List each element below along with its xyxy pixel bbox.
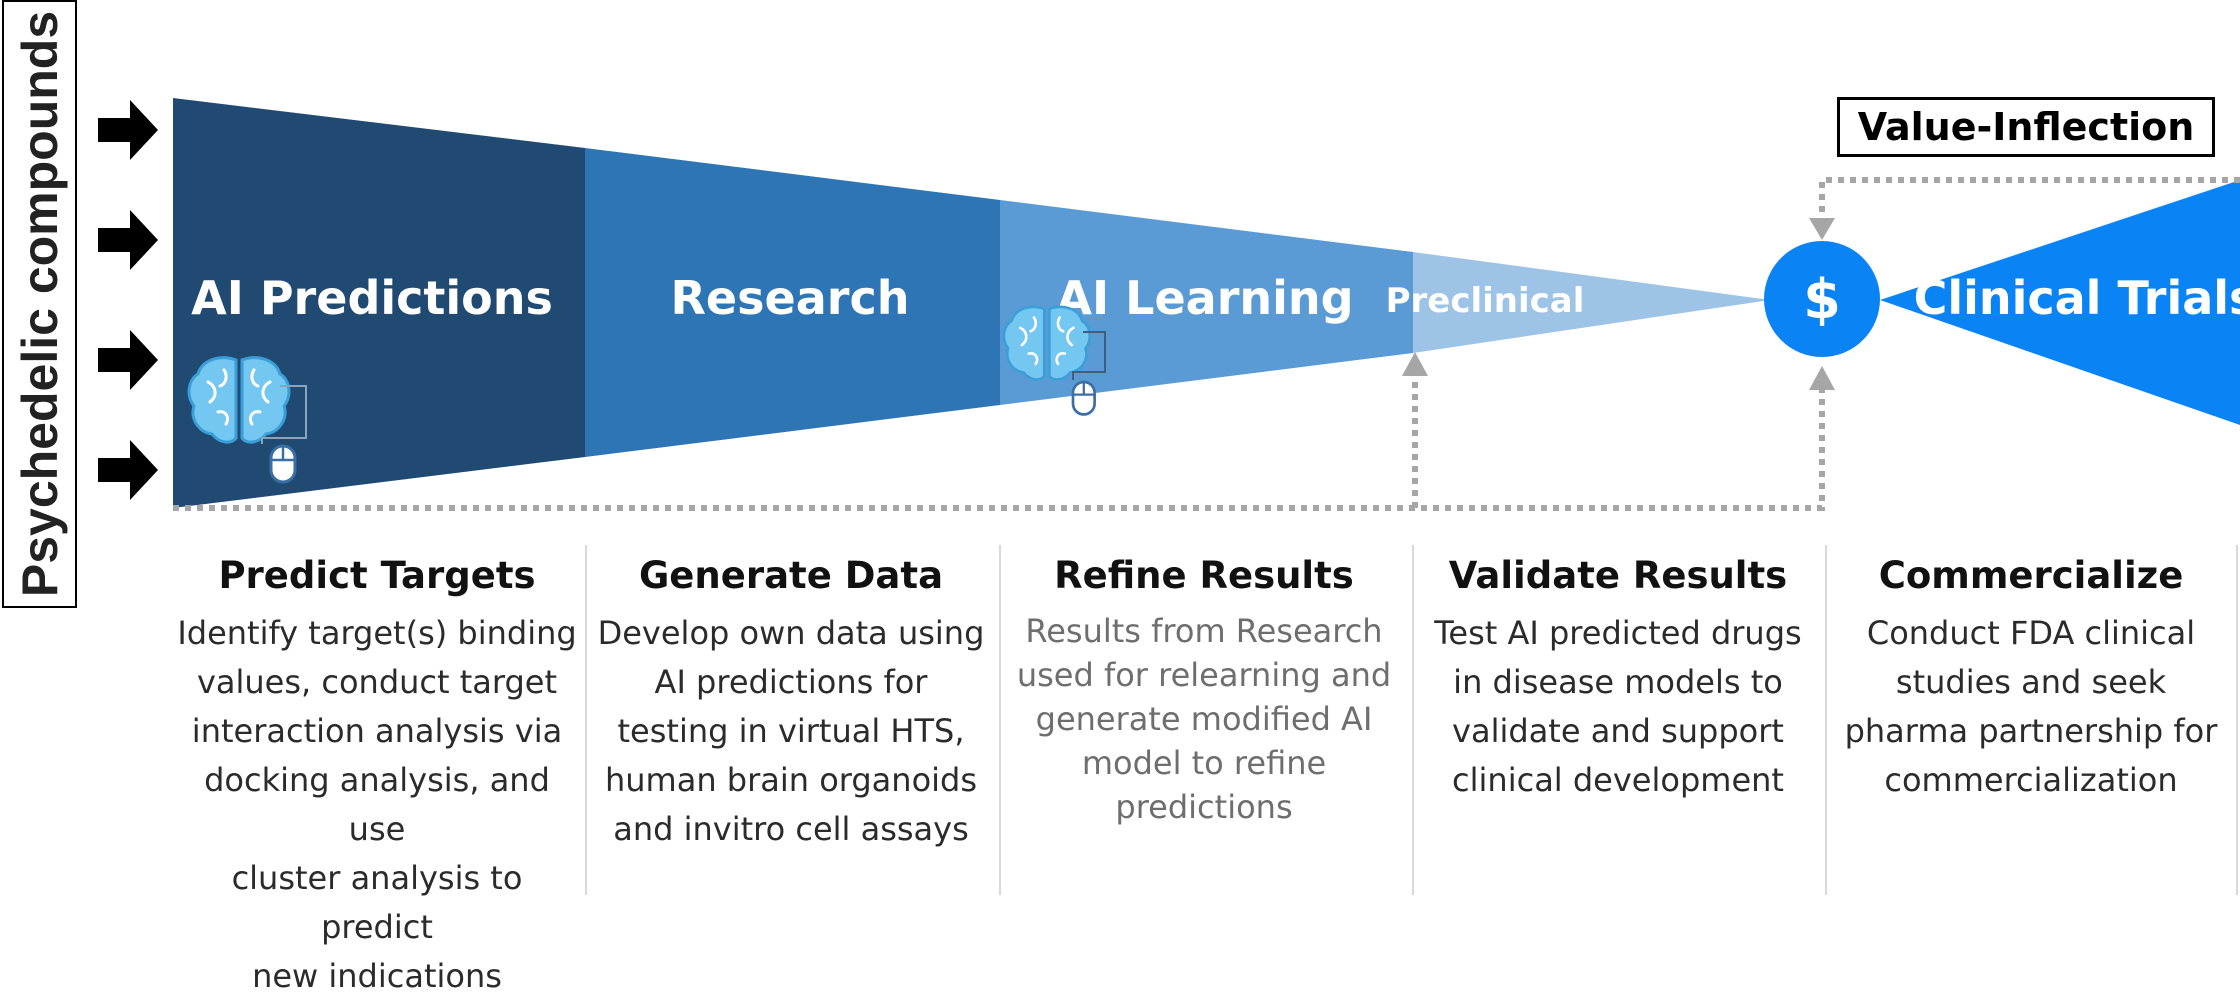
stage-research-label: Research [671,271,910,325]
body-line: Results from Research [1025,612,1383,650]
body-line: validate and support [1452,712,1784,750]
dollar-symbol: $ [1803,268,1841,331]
body-line: model to refine [1081,744,1327,782]
ai-brain-icon [1002,305,1106,381]
stage-ai-predictions-label: AI Predictions [191,271,553,325]
stage-ai-learning-segment [1000,200,1413,405]
stage-preclinical-segment [1413,252,1770,353]
column-body: Develop own data using AI predictions fo… [591,609,991,854]
mouse-icon [269,444,297,484]
clinical-trials-label: Clinical Trials [1914,271,2240,325]
body-line: pharma partnership for [1844,712,2218,750]
column-title: Refine Results [1054,554,1354,597]
column-refine-results: Refine Results Results from Research use… [1004,555,1404,829]
body-line: cluster analysis to predict [231,859,523,946]
column-divider [1412,545,1414,895]
body-line: docking analysis, and use [204,761,550,848]
column-body: Conduct FDA clinical studies and seek ph… [1831,609,2231,805]
column-divider [2236,545,2238,895]
body-line: commercialization [1884,761,2178,799]
body-line: interaction analysis via [191,712,563,750]
body-line: studies and seek [1895,663,2167,701]
arrow-right-icon [98,330,158,390]
column-divider [585,545,587,895]
body-line: testing in virtual HTS, [617,712,965,750]
body-line: values, conduct target [196,663,558,701]
column-title: Predict Targets [218,554,536,597]
stage-ai-learning-label: AI Learning [1056,271,1353,325]
column-commercialize: Commercialize Conduct FDA clinical studi… [1831,555,2231,805]
value-inflection-label: Value-Inflection [1837,97,2215,157]
body-line: Identify target(s) binding [177,614,577,652]
stage-research-segment [585,148,1000,457]
clinical-trials-wedge [1880,180,2240,425]
arrow-right-icon [98,210,158,270]
value-dollar-circle [1764,241,1880,357]
body-line: clinical development [1452,761,1784,799]
funnel-graphic: $ AI Predictions Research AI Learning Pr… [98,98,2240,511]
feedback-arrowheads [1402,218,1835,390]
ai-brain-icon [187,356,307,444]
column-body: Identify target(s) binding values, condu… [177,609,577,1001]
mouse-icon [1071,380,1096,416]
column-predict-targets: Predict Targets Identify target(s) bindi… [177,555,577,1001]
column-title: Generate Data [638,554,944,597]
body-line: and invitro cell assays [613,810,969,848]
stage-preclinical-label: Preclinical [1386,281,1585,321]
body-line: predictions [1115,788,1293,826]
column-title: Validate Results [1448,554,1788,597]
column-body: Test AI predicted drugs in disease model… [1418,609,1818,805]
arrow-right-icon [98,440,158,500]
feedback-dotted-lines [173,177,2240,511]
body-line: used for relearning and [1016,656,1392,694]
body-line: Test AI predicted drugs [1434,614,1802,652]
column-divider [999,545,1001,895]
body-line: human brain organoids [604,761,978,799]
column-generate-data: Generate Data Develop own data using AI … [591,555,991,854]
column-validate-results: Validate Results Test AI predicted drugs… [1418,555,1818,805]
column-divider [1825,545,1827,895]
input-arrows [98,100,158,500]
column-body: Results from Research used for relearnin… [1004,609,1404,829]
body-line: in disease models to [1453,663,1783,701]
body-line: Develop own data using [597,614,985,652]
arrow-right-icon [98,100,158,160]
body-line: generate modified AI [1035,700,1373,738]
column-title: Commercialize [1878,554,2184,597]
body-line: AI predictions for [654,663,928,701]
body-line: Conduct FDA clinical [1866,614,2196,652]
side-label-frame [2,0,77,608]
body-line: new indications [252,957,502,995]
